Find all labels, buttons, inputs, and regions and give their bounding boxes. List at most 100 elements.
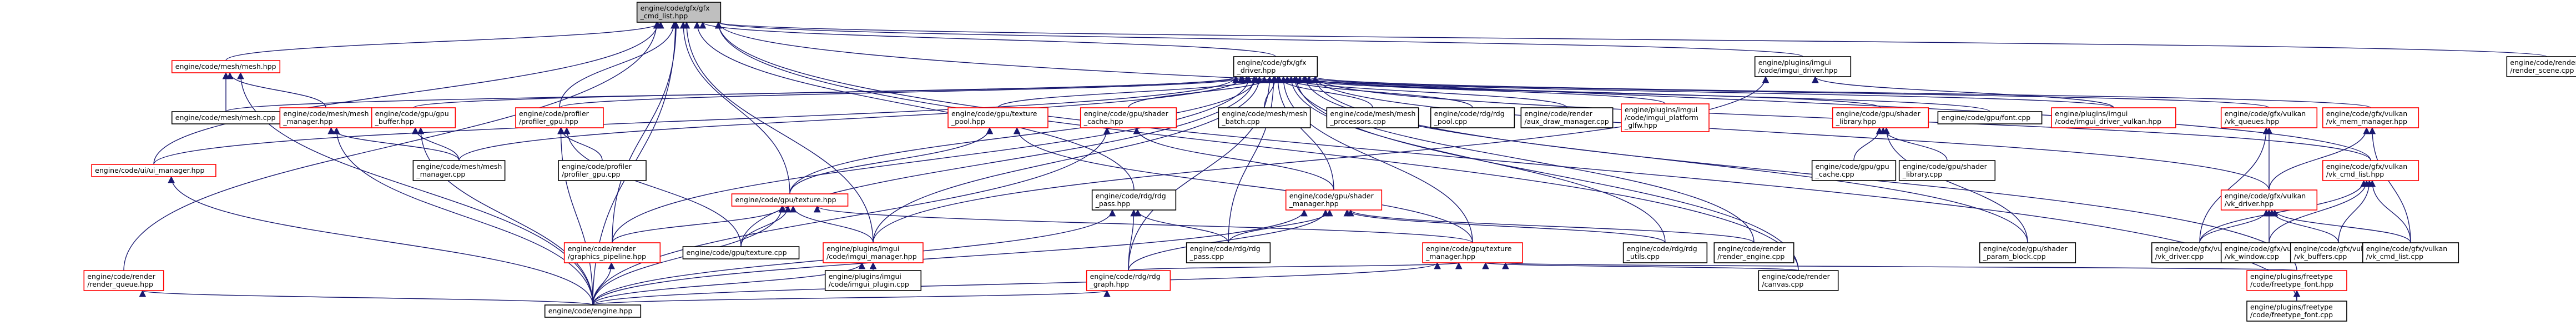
node-label-line: engine/code/gpu/gpu xyxy=(1816,162,1889,171)
node-label-line: /code/imgui_driver_vulkan.hpp xyxy=(2055,117,2161,126)
edge-mesh-manager-hpp-to-mesh-hpp xyxy=(226,72,326,108)
node-render-engine[interactable]: engine/code/render/render_engine.cpp xyxy=(1713,242,1794,263)
edge-vk-buffers-to-vk-cmd-list-hpp xyxy=(2338,179,2373,243)
node-shader-library-cpp[interactable]: engine/code/gpu/shader_library.cpp xyxy=(1898,160,1996,181)
node-box xyxy=(1218,107,1311,128)
node-shader-param-block[interactable]: engine/code/gpu/shader_param_block.cpp xyxy=(1979,242,2076,263)
node-mesh-cpp[interactable]: engine/code/mesh/mesh.cpp xyxy=(171,111,281,124)
node-freetype-font-cpp[interactable]: engine/plugins/freetype/code/freetype_fo… xyxy=(2246,301,2347,322)
node-label-line: engine/plugins/imgui xyxy=(1758,58,1831,67)
node-box xyxy=(1233,56,1318,77)
edge-freetype-font-hpp-to-gfx-driver xyxy=(1312,76,2297,271)
node-rdg-pass-cpp[interactable]: engine/code/rdg/rdg_pass.cpp xyxy=(1186,242,1271,263)
node-mesh-manager-cpp[interactable]: engine/code/mesh/mesh_manager.cpp xyxy=(412,160,506,181)
node-label-line: engine/plugins/freetype xyxy=(2250,303,2333,311)
node-rdg-pool[interactable]: engine/code/rdg/rdg_pool.cpp xyxy=(1430,107,1515,128)
edge-rdg-graph-hpp-to-gfx-driver xyxy=(1128,76,1273,271)
edge-shader-cache-hpp-to-gfx-driver xyxy=(1128,76,1273,108)
node-label-line: /vk_cmd_list.hpp xyxy=(2326,170,2385,178)
node-imgui-driver-hpp[interactable]: engine/plugins/imgui/code/imgui_driver.h… xyxy=(1754,56,1852,77)
node-imgui-plugin[interactable]: engine/plugins/imgui/code/imgui_plugin.c… xyxy=(824,270,922,291)
node-rdg-pass-hpp[interactable]: engine/code/rdg/rdg_pass.hpp xyxy=(1091,189,1177,211)
node-label-line: /vk_queues.hpp xyxy=(2225,117,2280,126)
node-label-line: engine/code/rdg/rdg xyxy=(1627,244,1697,253)
node-render-scene[interactable]: engine/code/render/render_scene.cpp xyxy=(2506,56,2576,77)
edge-texture-cpp-to-profiler-gpu-hpp xyxy=(563,127,742,247)
node-canvas-cpp[interactable]: engine/code/render/canvas.cpp xyxy=(1758,270,1839,291)
node-imgui-platform[interactable]: engine/plugins/imgui/code/imgui_platform… xyxy=(1621,103,1710,132)
edge-graphics-pipeline-hpp-to-root xyxy=(612,21,680,243)
edge-shader-library-cpp-to-shader-library-hpp xyxy=(1879,127,1948,161)
node-label-line: /vk_buffers.cpp xyxy=(2294,252,2347,261)
node-mesh-hpp[interactable]: engine/code/mesh/mesh.hpp xyxy=(171,60,281,73)
node-shader-cache-hpp[interactable]: engine/code/gpu/shader_cache.hpp xyxy=(1080,107,1177,128)
node-vk-cmd-list-cpp[interactable]: engine/code/gfx/vulkan/vk_cmd_list.cpp xyxy=(2362,242,2459,263)
node-label-line: _glfw.hpp xyxy=(1624,121,1657,129)
node-box xyxy=(83,270,164,291)
node-label-line: engine/code/gpu/gpu xyxy=(375,109,449,118)
node-label-line: _cmd_list.hpp xyxy=(640,12,688,20)
node-shader-library-hpp[interactable]: engine/code/gpu/shader_library.hpp xyxy=(1832,107,1929,128)
node-label-line: engine/code/gpu/shader xyxy=(1983,244,2068,253)
node-vk-mem-manager-hpp[interactable]: engine/code/gfx/vulkan/vk_mem_manager.hp… xyxy=(2322,107,2419,128)
node-label-line: engine/plugins/freetype xyxy=(2250,272,2333,281)
node-box xyxy=(1326,107,1419,128)
node-font-cpp[interactable]: engine/code/gpu/font.cpp xyxy=(1937,111,2043,124)
node-gfx-driver[interactable]: engine/code/gfx/gfx_driver.hpp xyxy=(1233,56,1318,77)
node-box xyxy=(2220,107,2318,128)
node-texture-pool-hpp[interactable]: engine/code/gpu/texture_pool.hpp xyxy=(947,107,1048,128)
node-rdg-utils[interactable]: engine/code/rdg/rdg_utils.cpp xyxy=(1622,242,1708,263)
edge-engine-hpp-to-ui-manager-hpp xyxy=(168,176,593,306)
edge-shader-manager-hpp-to-gfx-driver xyxy=(1274,76,1334,191)
node-mesh-processors[interactable]: engine/code/mesh/mesh_processors.cpp xyxy=(1326,107,1419,128)
node-label-line: engine/code/gfx/vulkan xyxy=(2294,244,2376,253)
node-label-line: _driver.hpp xyxy=(1237,66,1276,74)
edge-texture-hpp-to-root xyxy=(679,21,790,194)
node-label-line: engine/code/ui/ui_manager.hpp xyxy=(95,166,204,174)
node-label-line: _cache.cpp xyxy=(1815,170,1854,178)
node-label-line: engine/code/gpu/texture xyxy=(1426,244,1512,253)
edge-engine-hpp-to-graphics-pipeline-hpp xyxy=(592,262,615,306)
node-label-line: engine/code/render xyxy=(1762,272,1830,281)
node-gpu-cache-cpp[interactable]: engine/code/gpu/gpu_cache.cpp xyxy=(1811,160,1897,181)
node-box xyxy=(371,107,456,128)
edge-texture-hpp-to-gfx-driver xyxy=(789,76,1260,194)
node-rdg-graph-hpp[interactable]: engine/code/rdg/rdg_graph.hpp xyxy=(1086,270,1171,291)
node-vk-driver-hpp[interactable]: engine/code/gfx/vulkan/vk_driver.hpp xyxy=(2220,189,2318,211)
node-box xyxy=(1285,189,1383,211)
node-label-line: /code/imgui_driver.hpp xyxy=(1758,66,1838,74)
node-texture-manager-hpp[interactable]: engine/code/gpu/texture_manager.hpp xyxy=(1422,242,1523,263)
node-profiler-gpu-hpp[interactable]: engine/code/profiler/profiler_gpu.hpp xyxy=(515,107,604,128)
node-label-line: engine/code/engine.hpp xyxy=(548,307,633,315)
node-gpu-buffer-hpp[interactable]: engine/code/gpu/gpu_buffer.hpp xyxy=(371,107,456,128)
node-imgui-driver-vulkan[interactable]: engine/plugins/imgui/code/imgui_driver_v… xyxy=(2051,107,2176,128)
node-vk-queues-hpp[interactable]: engine/code/gfx/vulkan/vk_queues.hpp xyxy=(2220,107,2318,128)
node-label-line: /code/imgui_platform xyxy=(1625,113,1698,122)
node-engine-hpp[interactable]: engine/code/engine.hpp xyxy=(544,304,642,318)
node-mesh-batch[interactable]: engine/code/mesh/mesh_batch.cpp xyxy=(1218,107,1311,128)
node-box xyxy=(544,304,642,318)
node-graphics-pipeline-hpp[interactable]: engine/code/render/graphics_pipeline.hpp xyxy=(563,242,661,263)
node-ui-manager-hpp[interactable]: engine/code/ui/ui_manager.hpp xyxy=(91,164,216,177)
node-label-line: engine/code/mesh/mesh.hpp xyxy=(175,62,276,71)
node-root: engine/code/gfx/gfx_cmd_list.hpp xyxy=(636,2,722,23)
node-mesh-manager-hpp[interactable]: engine/code/mesh/mesh_manager.hpp xyxy=(279,107,372,128)
node-label-line: _library.hpp xyxy=(1836,117,1877,126)
node-label-line: engine/code/gfx/vulkan xyxy=(2225,192,2306,200)
node-texture-cpp[interactable]: engine/code/gpu/texture.cpp xyxy=(682,246,800,259)
node-profiler-gpu-cpp[interactable]: engine/code/profiler/profiler_gpu.cpp xyxy=(558,160,647,181)
node-label-line: /aux_draw_manager.cpp xyxy=(1524,117,1609,126)
edge-vk-window-to-vk-cmd-list-hpp xyxy=(2269,179,2370,243)
node-aux-draw[interactable]: engine/code/render/aux_draw_manager.cpp xyxy=(1520,107,1614,128)
node-texture-hpp[interactable]: engine/code/gpu/texture.hpp xyxy=(731,193,849,207)
node-freetype-font-hpp[interactable]: engine/plugins/freetype/code/freetype_fo… xyxy=(2246,270,2347,291)
node-label-line: /code/imgui_plugin.cpp xyxy=(829,280,909,288)
node-box xyxy=(1898,160,1996,181)
node-box xyxy=(1430,107,1515,128)
node-label-line: _graph.hpp xyxy=(1090,280,1130,288)
node-imgui-manager-hpp[interactable]: engine/plugins/imgui/code/imgui_manager.… xyxy=(823,242,924,263)
node-label-line: /profiler_gpu.hpp xyxy=(519,117,578,126)
node-vk-cmd-list-hpp[interactable]: engine/code/gfx/vulkan/vk_cmd_list.hpp xyxy=(2322,160,2419,181)
node-render-queue-hpp[interactable]: engine/code/render/render_queue.hpp xyxy=(83,270,164,291)
node-shader-manager-hpp[interactable]: engine/code/gpu/shader_manager.hpp xyxy=(1285,189,1383,211)
